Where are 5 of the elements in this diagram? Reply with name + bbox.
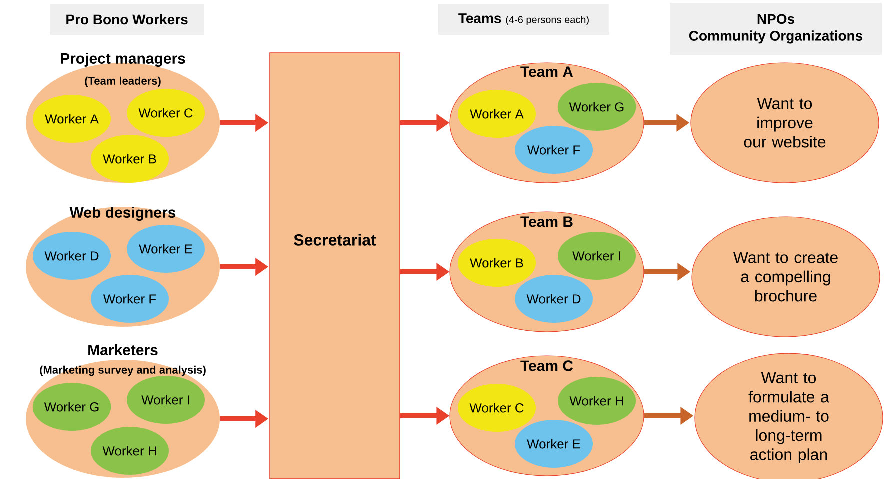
header-box: Pro Bono Workers <box>50 4 204 35</box>
node-label: Marketers <box>88 344 158 356</box>
secretariat-box: Secretariat <box>270 52 400 479</box>
header-box: NPOs Community Organizations <box>670 3 882 55</box>
header-box: Teams (4-6 persons each) <box>438 4 610 35</box>
